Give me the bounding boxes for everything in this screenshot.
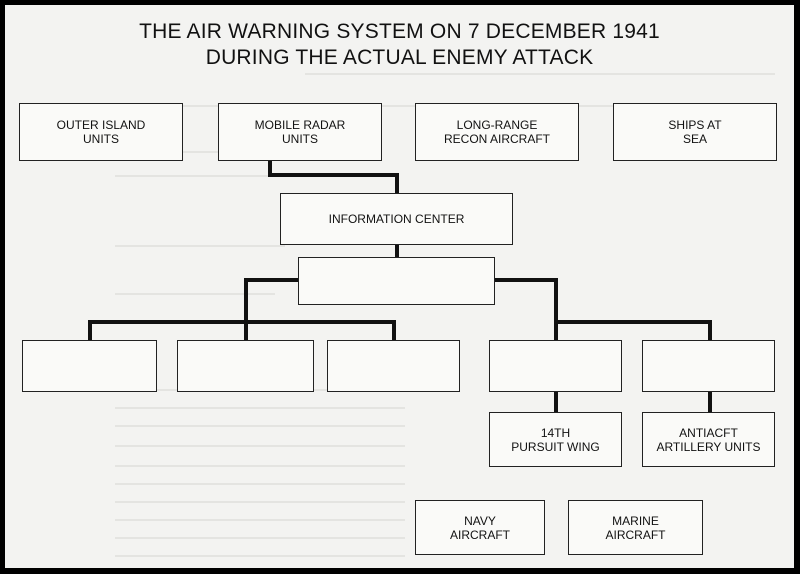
bleed-through-text (115, 465, 405, 467)
box-marine-aircraft: MARINE AIRCRAFT (568, 500, 703, 555)
bleed-through-text (115, 293, 275, 295)
box-label: 14TH PURSUIT WING (511, 425, 600, 454)
box-long-range-recon-aircraft: LONG-RANGE RECON AIRCRAFT (415, 103, 579, 161)
diagram-title: THE AIR WARNING SYSTEM ON 7 DECEMBER 194… (5, 19, 794, 71)
box-label: MARINE AIRCRAFT (605, 513, 666, 542)
box-14th-pursuit-wing: 14TH PURSUIT WING (489, 412, 622, 467)
box-information-center: INFORMATION CENTER (280, 193, 513, 245)
bleed-through-text (115, 425, 405, 427)
connector-radar-to-info (268, 159, 399, 195)
box-unnamed-left-2 (177, 340, 314, 392)
box-unnamed-center (298, 257, 495, 305)
title-line-1: THE AIR WARNING SYSTEM ON 7 DECEMBER 194… (139, 20, 660, 43)
bleed-through-text (115, 151, 295, 153)
box-label: OUTER ISLAND UNITS (56, 118, 146, 146)
bleed-through-text (115, 175, 295, 177)
box-unnamed-left-3 (327, 340, 460, 392)
bleed-through-text (115, 483, 405, 485)
box-unnamed-left-1 (22, 340, 157, 392)
box-label: ANTIACFT ARTILLERY UNITS (656, 425, 761, 454)
connector-unnamed-left-branch (244, 278, 300, 324)
box-label: LONG-RANGE RECON AIRCRAFT (443, 118, 550, 146)
bleed-through-text (115, 555, 405, 557)
box-mobile-radar-units: MOBILE RADAR UNITS (218, 103, 382, 161)
bleed-through-text (115, 501, 405, 503)
diagram-page: THE AIR WARNING SYSTEM ON 7 DECEMBER 194… (5, 5, 794, 568)
title-line-2: DURING THE ACTUAL ENEMY ATTACK (205, 46, 594, 69)
box-unnamed-right-1 (489, 340, 622, 392)
box-label: INFORMATION CENTER (328, 212, 465, 226)
connector-unnamed-right-branch (493, 278, 558, 324)
bleed-through-text (115, 519, 405, 521)
bleed-through-text (115, 245, 285, 247)
bleed-through-text (305, 73, 775, 75)
box-label: MOBILE RADAR UNITS (254, 118, 346, 146)
bleed-through-text (115, 407, 405, 409)
box-label: NAVY AIRCRAFT (450, 513, 510, 542)
bleed-through-text (115, 537, 405, 539)
bleed-through-text (115, 445, 405, 447)
box-label: SHIPS AT SEA (668, 118, 722, 146)
box-unnamed-right-2 (642, 340, 775, 392)
box-navy-aircraft: NAVY AIRCRAFT (415, 500, 545, 555)
box-outer-island-units: OUTER ISLAND UNITS (19, 103, 183, 161)
box-ships-at-sea: SHIPS AT SEA (613, 103, 777, 161)
connector-lines (88, 159, 712, 414)
box-antiacft-artillery-units: ANTIACFT ARTILLERY UNITS (642, 412, 775, 467)
